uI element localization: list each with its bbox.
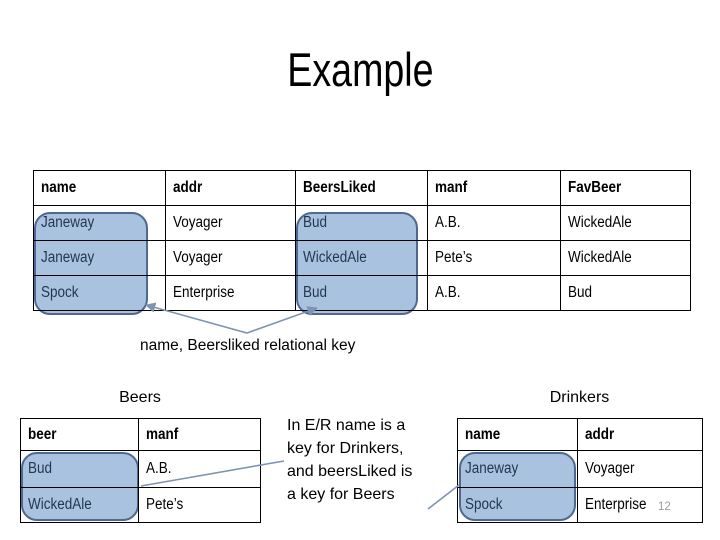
cell: Janeway (33, 205, 166, 241)
cell: WickedAle (20, 487, 139, 523)
cell-value: Janeway (41, 214, 95, 231)
col-header-name-label: name (41, 179, 77, 196)
col-header-name: name (33, 170, 166, 206)
cell-value: Enterprise (173, 284, 235, 301)
cell: Bud (295, 275, 428, 311)
er-key-note-line: In E/R name is a (287, 417, 406, 434)
cell-value: Voyager (173, 249, 223, 266)
er-key-note-line: key for Drinkers, (287, 440, 404, 457)
cell-value: Bud (303, 214, 328, 231)
col-header-beer: beer (20, 418, 139, 451)
page-title-text: Example (286, 43, 434, 96)
cell: Pete’s (138, 487, 261, 523)
col-header-drinkers-name: name (457, 418, 578, 451)
cell-value: Pete’s (435, 249, 473, 266)
col-header-beers-manf: manf (138, 418, 261, 451)
relation-table: name addr BeersLiked manf FavBeer Janewa… (33, 170, 691, 311)
cell: A.B. (427, 205, 561, 241)
col-header-favbeer-label: FavBeer (568, 179, 622, 196)
cell-value: Janeway (465, 460, 519, 477)
cell-value: A.B. (435, 214, 461, 231)
beers-table-title: Beers (119, 389, 161, 406)
beers-table: beer manf Bud A.B. WickedAle Pete’s (20, 418, 261, 523)
cell-value: WickedAle (28, 496, 92, 513)
page-title: Example (0, 42, 720, 97)
col-header-favbeer: FavBeer (560, 170, 691, 206)
cell: Janeway (457, 450, 578, 488)
cell: Spock (457, 487, 578, 523)
table-row: Janeway Voyager WickedAle Pete’s WickedA… (33, 240, 691, 276)
cell-value: Pete’s (146, 496, 184, 513)
cell-value: Spock (465, 496, 503, 513)
cell: A.B. (138, 450, 261, 488)
cell-value: Bud (28, 460, 53, 477)
cell-value: Janeway (41, 249, 95, 266)
col-header-addr-label: addr (173, 179, 203, 196)
col-header-beersliked: BeersLiked (295, 170, 428, 206)
cell: Spock (33, 275, 166, 311)
col-header-drinkers-name-label: name (465, 425, 501, 443)
er-key-note: In E/R name is a key for Drinkers, and b… (287, 414, 412, 506)
cell-value: Voyager (585, 460, 635, 477)
cell: Pete’s (427, 240, 561, 276)
cell-value: WickedAle (568, 249, 632, 266)
cell-value: WickedAle (568, 214, 632, 231)
cell: Bud (295, 205, 428, 241)
cell-value: Voyager (173, 214, 223, 231)
cell: Enterprise (577, 487, 703, 523)
table-row: Bud A.B. (20, 450, 261, 488)
col-header-beer-label: beer (28, 425, 57, 443)
col-header-beersliked-label: BeersLiked (303, 179, 376, 196)
cell-value: A.B. (146, 460, 172, 477)
relational-key-caption: name, Beersliked relational key (140, 337, 356, 354)
cell: WickedAle (295, 240, 428, 276)
cell-value: Spock (41, 284, 79, 301)
beers-table-header-row: beer manf (20, 418, 261, 451)
cell-value: Bud (303, 284, 328, 301)
relation-table-header-row: name addr BeersLiked manf FavBeer (33, 170, 691, 206)
drinkers-table-title: Drinkers (549, 389, 610, 406)
cell: Voyager (577, 450, 703, 488)
cell-value: WickedAle (303, 249, 367, 266)
drinkers-note-connector (427, 484, 460, 510)
cell-value: Bud (568, 284, 593, 301)
col-header-manf: manf (427, 170, 561, 206)
cell: Bud (560, 275, 691, 311)
cell-value: A.B. (435, 284, 461, 301)
er-key-note-line: and beersLiked is (287, 463, 413, 480)
table-row: Spock Enterprise Bud A.B. Bud (33, 275, 691, 311)
cell: Janeway (33, 240, 166, 276)
col-header-drinkers-addr-label: addr (585, 425, 615, 443)
table-row: Janeway Voyager (457, 450, 703, 488)
cell: WickedAle (560, 205, 691, 241)
col-header-beers-manf-label: manf (146, 425, 179, 443)
cell: Voyager (165, 205, 296, 241)
col-header-drinkers-addr: addr (577, 418, 703, 451)
col-header-manf-label: manf (435, 179, 468, 196)
cell: A.B. (427, 275, 561, 311)
table-row: Spock Enterprise (457, 487, 703, 523)
table-row: WickedAle Pete’s (20, 487, 261, 523)
cell: Bud (20, 450, 139, 488)
cell: Enterprise (165, 275, 296, 311)
cell: WickedAle (560, 240, 691, 276)
cell: Voyager (165, 240, 296, 276)
col-header-addr: addr (165, 170, 296, 206)
drinkers-table: name addr Janeway Voyager Spock Enterpri… (457, 418, 703, 523)
cell-value: Enterprise (585, 496, 647, 513)
table-row: Janeway Voyager Bud A.B. WickedAle (33, 205, 691, 241)
drinkers-table-header-row: name addr (457, 418, 703, 451)
er-key-note-line: a key for Beers (287, 486, 395, 503)
